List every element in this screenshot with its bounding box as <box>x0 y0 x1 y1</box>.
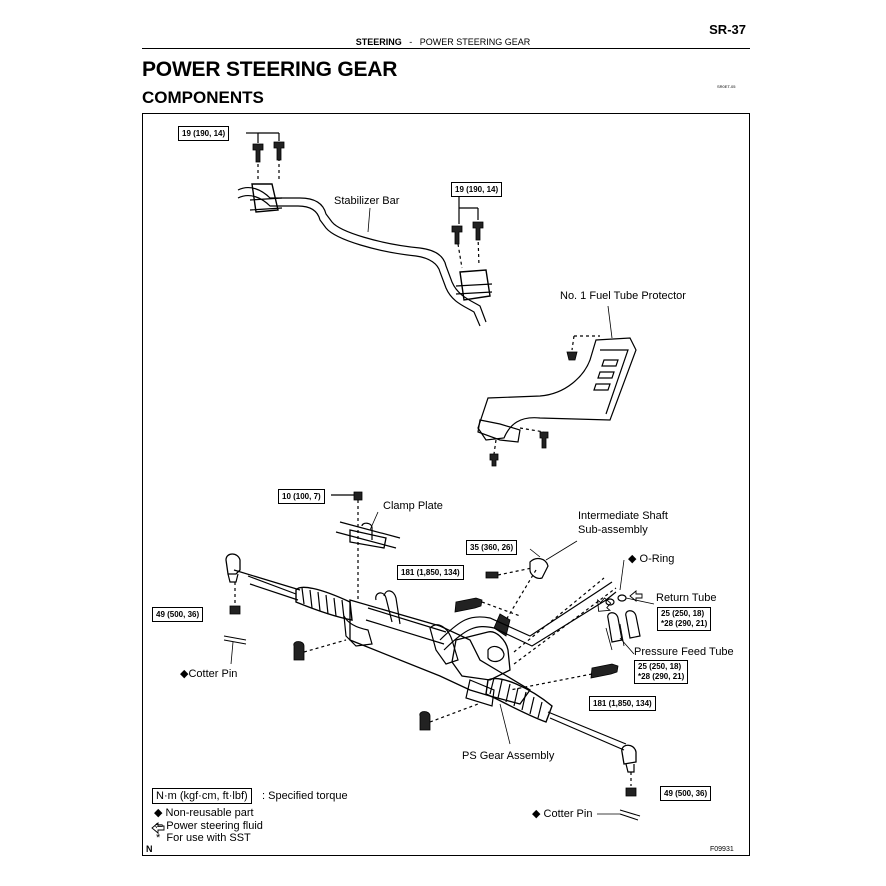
torque-feed-tube-line2: *28 (290, 21) <box>638 672 685 681</box>
legend-torque-text: : Specified torque <box>262 790 348 802</box>
label-fuel-tube-protector: No. 1 Fuel Tube Protector <box>560 290 686 302</box>
figure-code: F09931 <box>710 846 734 853</box>
legend-non-reusable: ◆ Non-reusable part <box>154 806 254 819</box>
legend-diamond-symbol: ◆ <box>154 807 163 819</box>
legend-fluid-text: Power steering fluid <box>166 820 263 832</box>
cotter-pin-left-text: Cotter Pin <box>188 668 238 680</box>
label-cotter-pin-left: ◆Cotter Pin <box>180 667 237 680</box>
reference-code: SR0ET-05 <box>717 84 736 89</box>
torque-stabilizer-right: 19 (190, 14) <box>451 182 503 197</box>
label-cotter-pin-right: ◆ Cotter Pin <box>532 807 592 820</box>
torque-tie-rod-left: 49 (500, 36) <box>152 607 204 622</box>
header-rule <box>142 48 750 49</box>
corner-mark: N <box>146 844 153 854</box>
torque-feed-tube-line1: 25 (250, 18) <box>638 662 682 671</box>
running-header: STEERING - POWER STEERING GEAR <box>0 37 886 47</box>
legend-torque-box: N·m (kgf·cm, ft·lbf) <box>152 788 252 804</box>
label-clamp-plate: Clamp Plate <box>383 500 443 512</box>
header-subsection: POWER STEERING GEAR <box>419 37 531 47</box>
label-return-tube: Return Tube <box>656 592 717 604</box>
o-ring-text: O-Ring <box>639 553 675 565</box>
legend-non-reusable-text: Non-reusable part <box>165 807 254 819</box>
page-number: SR-37 <box>709 22 746 37</box>
legend-asterisk-symbol: * <box>156 832 161 844</box>
torque-stabilizer-left: 19 (190, 14) <box>178 126 230 141</box>
legend-arrow-symbol: ⇦ <box>154 820 164 832</box>
clamp-plate-drawing <box>331 491 401 600</box>
label-intermediate-shaft-line1: Intermediate Shaft <box>578 510 668 522</box>
legend-symbols <box>151 822 165 834</box>
cotter-pin-right-text: Cotter Pin <box>543 808 593 820</box>
legend-fluid: ⇦ Power steering fluid <box>154 819 263 832</box>
torque-gear-lower: 181 (1,850, 134) <box>589 696 656 711</box>
torque-pressure-feed-tube: 25 (250, 18) *28 (290, 21) <box>634 660 689 684</box>
header-separator: - <box>409 37 413 47</box>
torque-gear-upper: 181 (1,850, 134) <box>397 565 464 580</box>
torque-return-tube-line2: *28 (290, 21) <box>661 619 708 628</box>
ps-gear-assembly-drawing <box>223 540 655 821</box>
legend-sst: * For use with SST <box>156 832 251 844</box>
label-stabilizer-bar: Stabilizer Bar <box>334 195 400 207</box>
fuel-tube-protector-drawing <box>477 305 637 467</box>
page-title: POWER STEERING GEAR <box>142 58 398 81</box>
legend-sst-text: For use with SST <box>166 832 251 844</box>
torque-clamp-plate: 10 (100, 7) <box>278 489 325 504</box>
header-section: STEERING <box>355 37 402 47</box>
stabilizer-bar-drawing <box>237 132 493 327</box>
non-reusable-mark: ◆ <box>628 553 637 565</box>
torque-tie-rod-right: 49 (500, 36) <box>660 786 712 801</box>
torque-intermediate-shaft: 35 (360, 26) <box>466 540 518 555</box>
torque-return-tube-line1: 25 (250, 18) <box>661 609 705 618</box>
label-o-ring: ◆ O-Ring <box>628 552 674 565</box>
page-subtitle: COMPONENTS <box>142 88 264 107</box>
diagram-frame <box>142 113 750 856</box>
label-ps-gear-assembly: PS Gear Assembly <box>462 750 555 762</box>
label-intermediate-shaft-line2: Sub-assembly <box>578 524 648 536</box>
label-pressure-feed-tube: Pressure Feed Tube <box>634 646 734 658</box>
non-reusable-mark: ◆ <box>180 668 189 680</box>
torque-return-tube: 25 (250, 18) *28 (290, 21) <box>657 607 712 631</box>
non-reusable-mark: ◆ <box>532 808 541 820</box>
